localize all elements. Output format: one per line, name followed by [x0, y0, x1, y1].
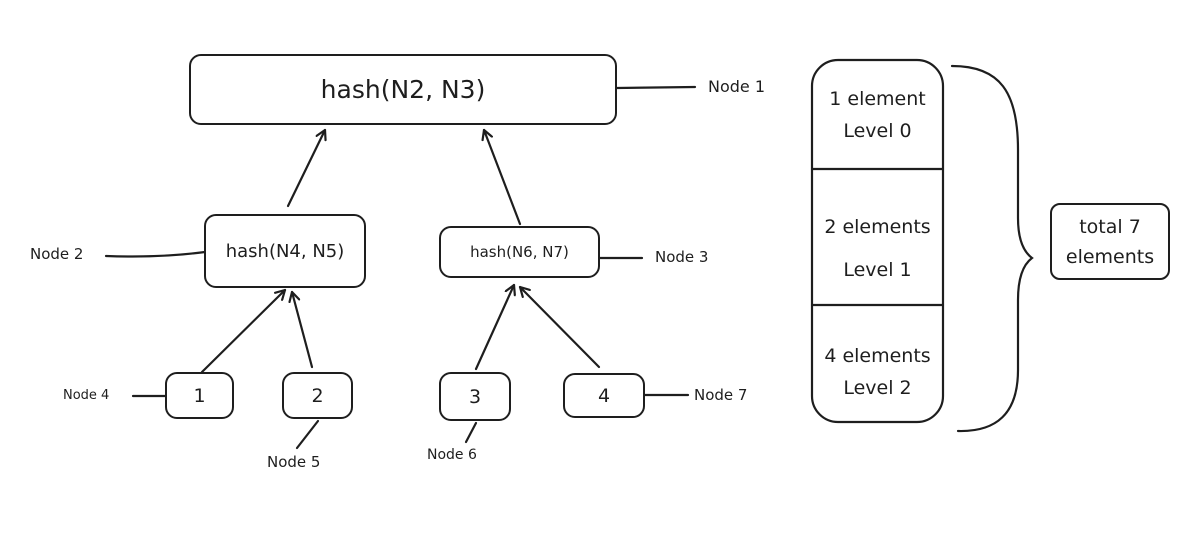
connector-node5	[295, 419, 320, 450]
leaf-node-3: 3	[439, 372, 511, 421]
node-6-label: Node 6	[427, 447, 477, 463]
leaf-node-1-text: 1	[193, 384, 206, 407]
leaf-node-1: 1	[165, 372, 234, 419]
arrow-leaf3-to-node3	[474, 283, 514, 371]
leaf-node-2: 2	[282, 372, 353, 419]
curly-brace	[950, 64, 1034, 433]
node-2: hash(N4, N5)	[204, 214, 366, 288]
connector-node2	[104, 250, 207, 258]
node-2-text: hash(N4, N5)	[225, 240, 345, 262]
level-0-count: 1 element	[829, 88, 926, 110]
total-line-1: total 7	[1079, 215, 1141, 238]
levels-column	[810, 58, 945, 424]
arrow-leaf1-to-node2	[200, 288, 287, 374]
arrow-leaf4-to-node3	[518, 285, 601, 369]
connector-node1	[615, 85, 697, 90]
root-node: hash(N2, N3)	[189, 54, 617, 125]
level-2-name: Level 2	[843, 377, 912, 399]
total-line-2: elements	[1065, 245, 1155, 268]
node-1-label: Node 1	[708, 77, 766, 96]
level-1-segment: 2 elements Level 1	[812, 206, 943, 292]
node-3: hash(N6, N7)	[439, 226, 600, 278]
leaf-node-3-text: 3	[468, 385, 482, 408]
leaf-node-2-text: 2	[311, 384, 324, 407]
level-1-name: Level 1	[843, 259, 912, 281]
level-0-name: Level 0	[843, 120, 912, 142]
level-2-count: 4 elements	[824, 345, 931, 367]
node-3-label: Node 3	[655, 248, 709, 266]
leaf-node-4: 4	[563, 373, 645, 418]
arrow-leaf2-to-node2	[292, 290, 314, 369]
node-5-label: Node 5	[267, 453, 321, 471]
node-3-text: hash(N6, N7)	[470, 243, 569, 261]
root-node-text: hash(N2, N3)	[320, 75, 486, 104]
node-2-label: Node 2	[30, 245, 84, 263]
level-1-count: 2 elements	[824, 216, 931, 238]
arrow-node3-to-root	[484, 128, 522, 226]
arrow-node2-to-root	[286, 128, 325, 208]
level-0-segment: 1 element Level 0	[812, 83, 943, 147]
connector-node6	[464, 421, 478, 444]
level-2-segment: 4 elements Level 2	[812, 340, 943, 404]
node-7-label: Node 7	[694, 386, 748, 404]
node-4-label: Node 4	[63, 388, 110, 403]
total-elements-box: total 7 elements	[1050, 203, 1170, 280]
leaf-node-4-text: 4	[597, 384, 611, 407]
